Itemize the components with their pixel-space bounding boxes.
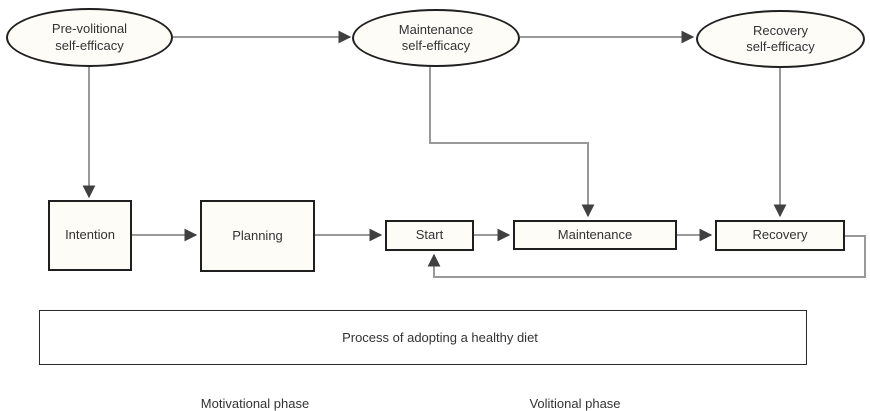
node-recovery-self-efficacy: Recovery self-efficacy — [696, 10, 865, 68]
process-box-label: Process of adopting a healthy diet — [342, 330, 538, 345]
node-maintenance-self-efficacy: Maintenance self-efficacy — [352, 9, 520, 67]
node-maintenance: Maintenance — [513, 220, 677, 250]
process-box: Process of adopting a healthy diet — [39, 310, 807, 365]
node-maintenance-self-efficacy-label: Maintenance self-efficacy — [398, 21, 474, 53]
node-intention-label: Intention — [65, 227, 115, 243]
node-start: Start — [385, 220, 474, 251]
phase-label-motivational: Motivational phase — [200, 396, 310, 411]
node-planning-label: Planning — [232, 227, 283, 243]
node-recovery-self-efficacy-label: Recovery self-efficacy — [746, 22, 815, 54]
node-recovery: Recovery — [715, 220, 845, 251]
arrow-maintenance-efficacy-to-maintenance — [429, 67, 595, 218]
node-maintenance-label: Maintenance — [557, 226, 633, 242]
phase-label-volitional: Volitional phase — [529, 396, 621, 411]
node-planning: Planning — [200, 200, 315, 272]
node-recovery-label: Recovery — [752, 227, 808, 243]
node-intention: Intention — [48, 200, 132, 271]
node-pre-volitional-self-efficacy-label: Pre-volitional self-efficacy — [51, 21, 128, 53]
node-pre-volitional-self-efficacy: Pre-volitional self-efficacy — [6, 8, 173, 67]
node-start-label: Start — [415, 227, 444, 243]
